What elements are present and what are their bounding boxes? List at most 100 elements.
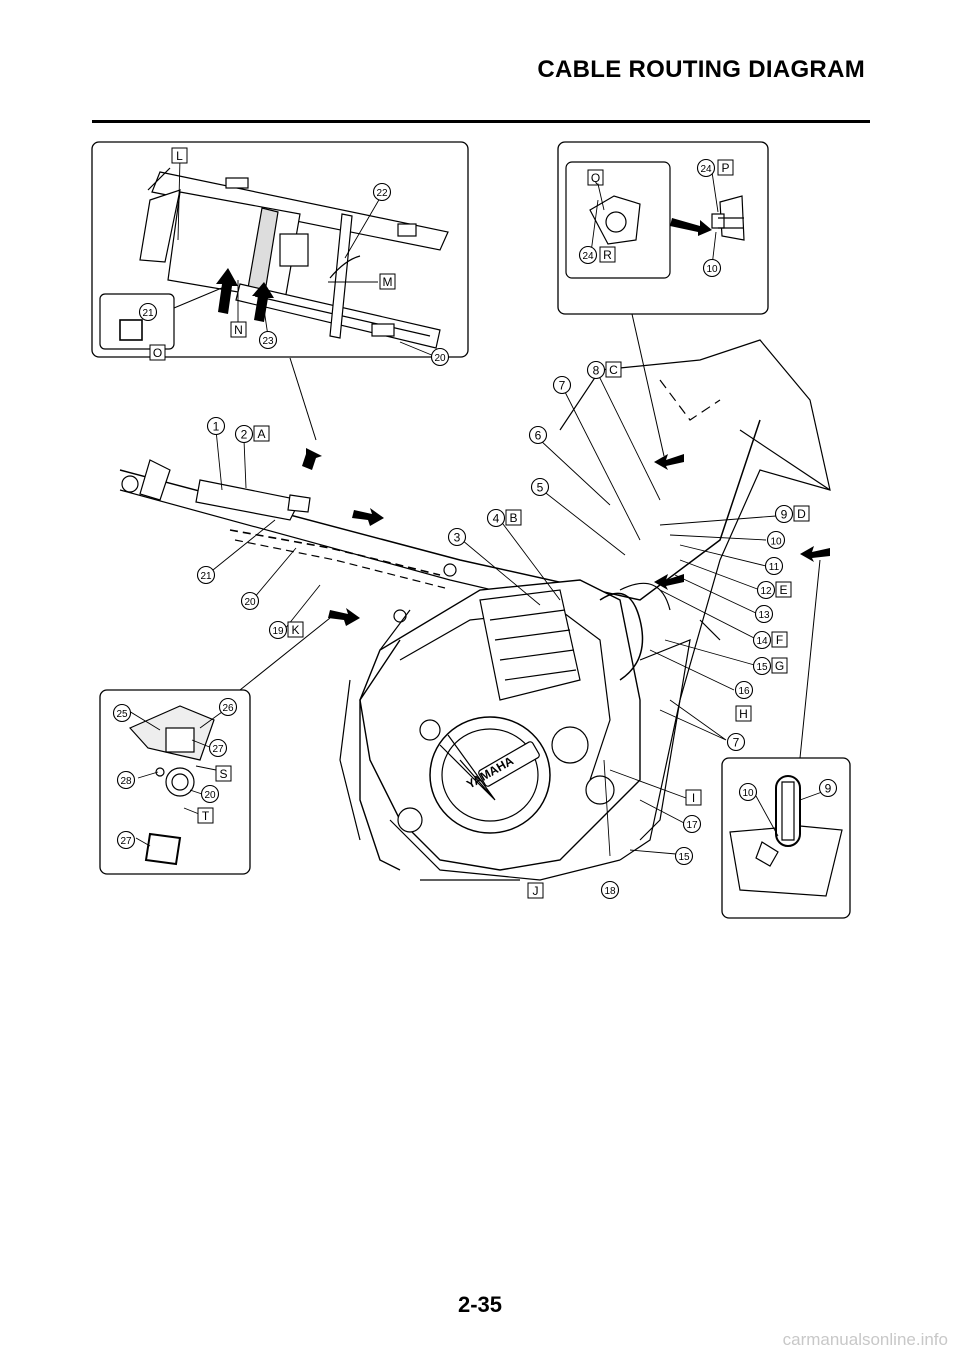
label-R: R xyxy=(599,246,616,263)
page-number: 2-35 xyxy=(457,1292,503,1317)
svg-text:G: G xyxy=(775,659,784,673)
svg-text:E: E xyxy=(779,583,787,597)
callout-10c: 10 xyxy=(738,782,758,802)
svg-text:O: O xyxy=(153,346,162,360)
label-P: P xyxy=(717,159,734,176)
callout-leaders xyxy=(123,157,823,857)
svg-text:8: 8 xyxy=(593,364,600,378)
callout-20a: 20 xyxy=(240,591,260,611)
svg-text:S: S xyxy=(219,767,227,781)
label-G: G xyxy=(771,657,788,674)
inset-top-left xyxy=(91,141,469,358)
svg-text:14: 14 xyxy=(756,636,768,647)
svg-text:7: 7 xyxy=(559,379,566,393)
svg-text:7: 7 xyxy=(733,736,740,750)
label-A: A xyxy=(253,425,270,442)
svg-text:16: 16 xyxy=(738,686,750,697)
callout-26: 26 xyxy=(218,697,238,717)
label-I: I xyxy=(685,789,702,806)
svg-text:J: J xyxy=(533,884,539,898)
svg-text:B: B xyxy=(509,511,517,525)
inset-bottom-left xyxy=(99,689,251,875)
svg-text:D: D xyxy=(797,507,806,521)
svg-text:2: 2 xyxy=(241,428,248,442)
svg-text:21: 21 xyxy=(142,308,154,319)
svg-text:10: 10 xyxy=(706,264,718,275)
callout-9b: 9 xyxy=(818,778,838,798)
label-T: T xyxy=(197,807,214,824)
svg-text:9: 9 xyxy=(781,508,788,522)
callout-15b: 15 xyxy=(674,846,694,866)
label-H: H xyxy=(735,705,752,722)
svg-text:3: 3 xyxy=(454,531,461,545)
svg-text:H: H xyxy=(739,707,748,721)
svg-text:R: R xyxy=(603,248,612,262)
svg-text:5: 5 xyxy=(537,481,544,495)
svg-text:21: 21 xyxy=(200,571,212,582)
callout-2: 2 xyxy=(234,424,254,444)
svg-text:18: 18 xyxy=(604,886,616,897)
callout-5: 5 xyxy=(530,477,550,497)
svg-text:19: 19 xyxy=(272,626,284,637)
svg-text:17: 17 xyxy=(686,820,698,831)
svg-text:P: P xyxy=(721,161,729,175)
callout-7a: 7 xyxy=(552,375,572,395)
svg-text:M: M xyxy=(383,275,393,289)
svg-text:25: 25 xyxy=(116,709,128,720)
callout-4: 4 xyxy=(486,508,506,528)
inset-leaders xyxy=(239,313,821,759)
callout-27b: 27 xyxy=(116,830,136,850)
label-E: E xyxy=(775,581,792,598)
page-title: CABLE ROUTING DIAGRAM xyxy=(537,56,865,83)
svg-text:4: 4 xyxy=(493,512,500,526)
label-K: K xyxy=(287,621,304,638)
callout-10b: 10 xyxy=(702,258,722,278)
callout-15a: 15 xyxy=(752,656,772,676)
svg-text:9: 9 xyxy=(825,782,832,796)
svg-text:28: 28 xyxy=(120,776,132,787)
svg-text:11: 11 xyxy=(769,562,780,573)
label-Q: Q xyxy=(587,169,604,186)
svg-text:13: 13 xyxy=(758,610,770,621)
label-D: D xyxy=(793,505,810,522)
callout-9a: 9 xyxy=(774,504,794,524)
inset-bottom-right xyxy=(721,757,851,919)
callout-25: 25 xyxy=(112,703,132,723)
svg-text:6: 6 xyxy=(535,429,542,443)
svg-text:22: 22 xyxy=(376,188,388,199)
svg-text:N: N xyxy=(234,323,243,337)
svg-text:24: 24 xyxy=(582,251,594,262)
watermark: carmanualsonline.info xyxy=(782,1330,948,1349)
label-O-top-left: O xyxy=(149,344,166,361)
svg-text:20: 20 xyxy=(244,597,256,608)
callout-21a: 21 xyxy=(196,565,216,585)
inset-top-right xyxy=(557,141,769,315)
callout-27a: 27 xyxy=(208,738,228,758)
label-B: B xyxy=(505,509,522,526)
svg-text:23: 23 xyxy=(262,336,274,347)
label-J: J xyxy=(527,882,544,899)
callout-24a: 24 xyxy=(696,158,716,178)
svg-text:T: T xyxy=(202,809,210,823)
svg-text:K: K xyxy=(291,623,299,637)
svg-text:F: F xyxy=(776,633,783,647)
letter-labels: A B C D E F G H I J K L M N O P Q R S T xyxy=(149,147,810,899)
callout-14: 14 xyxy=(752,630,772,650)
svg-text:27: 27 xyxy=(120,836,132,847)
callout-24b: 24 xyxy=(578,245,598,265)
callout-3: 3 xyxy=(447,527,467,547)
svg-text:A: A xyxy=(257,427,265,441)
label-N: N xyxy=(230,321,247,338)
callout-10a: 10 xyxy=(766,530,786,550)
number-callouts: 1 2 3 4 5 6 7 8 9 10 11 12 13 14 15 16 7… xyxy=(112,158,838,900)
callout-17: 17 xyxy=(682,814,702,834)
svg-text:C: C xyxy=(609,363,618,377)
label-C: C xyxy=(605,361,622,378)
callout-18: 18 xyxy=(600,880,620,900)
callout-1: 1 xyxy=(206,416,226,436)
svg-text:20: 20 xyxy=(434,353,446,364)
callout-6: 6 xyxy=(528,425,548,445)
svg-text:Q: Q xyxy=(591,171,600,185)
svg-text:12: 12 xyxy=(760,586,772,597)
